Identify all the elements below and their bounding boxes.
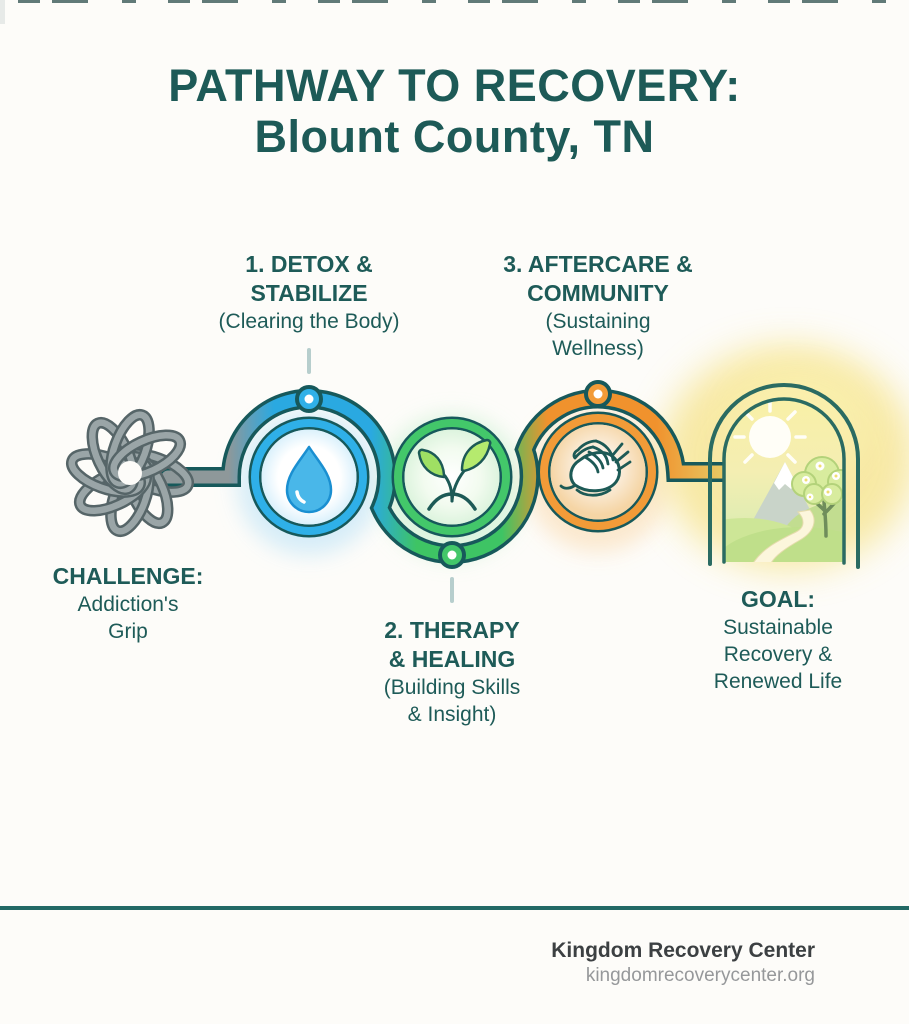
goal-line2: Recovery &	[723, 643, 833, 666]
org-name: Kingdom Recovery Center	[551, 939, 815, 962]
sprout-icon	[417, 438, 492, 511]
connector-tick-step2	[450, 577, 454, 603]
step1-title-line2: STABILIZE	[250, 280, 368, 306]
step-circle-1	[248, 416, 370, 538]
corner-smudge	[0, 0, 5, 24]
path-node-1	[295, 385, 323, 413]
goal-line1: Sustainable	[723, 616, 833, 639]
tree-icon	[791, 456, 844, 538]
title-line-2: Blount County, TN	[254, 111, 655, 162]
step2-title-line2: & HEALING	[388, 646, 516, 672]
walkway-path	[751, 509, 815, 562]
torn-edge-artifact	[18, 0, 909, 3]
step1-title-line1: 1. DETOX &	[245, 251, 373, 277]
step2-label: 2. THERAPY & HEALING (Building Skills & …	[302, 616, 602, 728]
step-circle-2	[391, 416, 513, 538]
path-node-2	[438, 541, 466, 569]
helping-hands-icon	[559, 439, 632, 497]
archway-landscape-icon	[708, 383, 860, 569]
step3-label: 3. AFTERCARE & COMMUNITY (Sustaining Wel…	[448, 250, 748, 362]
org-website: kingdomrecoverycenter.org	[585, 965, 815, 986]
step3-title-line1: 3. AFTERCARE &	[503, 251, 693, 277]
step2-subtitle-line2: & Insight)	[407, 703, 497, 726]
goal-heading: GOAL:	[740, 586, 816, 612]
step3-title-line2: COMMUNITY	[527, 280, 669, 306]
step2-subtitle-line1: (Building Skills	[383, 676, 521, 699]
step-circle-3	[537, 411, 659, 533]
arch-outer-line	[708, 383, 860, 569]
footer: Kingdom Recovery Center kingdomrecoveryc…	[551, 938, 815, 988]
goal-label: GOAL: Sustainable Recovery & Renewed Lif…	[666, 585, 890, 695]
challenge-label: CHALLENGE: Addiction's Grip	[28, 562, 228, 645]
hill-right	[780, 500, 844, 562]
goal-line3: Renewed Life	[713, 670, 843, 693]
hill-mid	[724, 527, 844, 562]
path-node-3	[584, 380, 612, 408]
step2-title-line1: 2. THERAPY	[384, 617, 520, 643]
tangled-knot-icon	[66, 409, 194, 537]
challenge-heading: CHALLENGE:	[52, 563, 204, 589]
arch-inner-line	[722, 397, 846, 565]
footer-divider	[0, 906, 909, 910]
step3-subtitle-line2: Wellness)	[552, 337, 644, 360]
step3-subtitle-line1: (Sustaining	[545, 310, 651, 333]
title-line-1: PATHWAY TO RECOVERY:	[168, 60, 741, 111]
sun-icon	[733, 400, 807, 464]
page-title: PATHWAY TO RECOVERY: Blount County, TN	[0, 60, 909, 162]
blossoms	[802, 461, 840, 501]
step1-subtitle-line1: (Clearing the Body)	[218, 310, 400, 333]
challenge-line2: Grip	[108, 620, 148, 643]
water-drop-icon	[285, 445, 333, 514]
connector-tick-step1	[307, 348, 311, 374]
challenge-line1: Addiction's	[77, 593, 179, 616]
step1-label: 1. DETOX & STABILIZE (Clearing the Body)	[159, 250, 459, 335]
